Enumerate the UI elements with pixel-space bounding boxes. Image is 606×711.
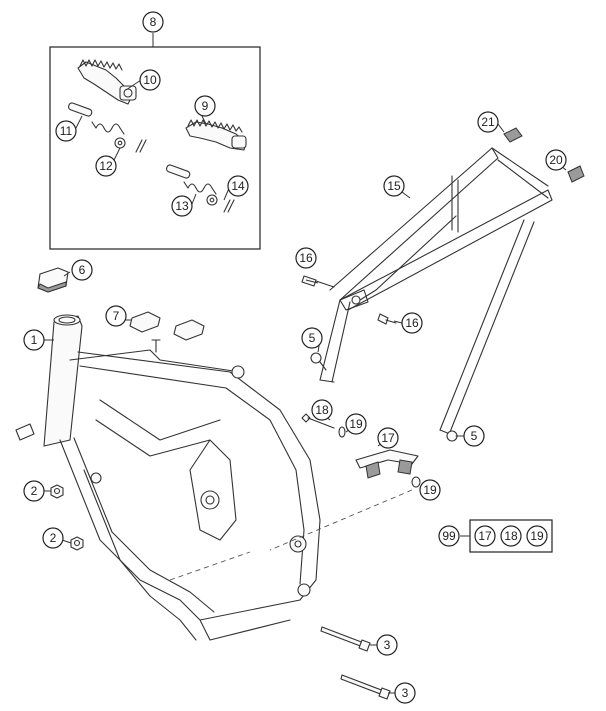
end-plug-21: [503, 127, 523, 143]
cotter-pin-a: [135, 139, 147, 153]
svg-text:10: 10: [143, 73, 157, 87]
clamp-nut-a: [338, 426, 346, 438]
callout-16-upper: 16: [295, 247, 317, 269]
svg-text:19: 19: [349, 417, 363, 431]
bolt-5-left: [310, 352, 327, 371]
callout-2-upper: 2: [23, 480, 45, 502]
cotter-pin-b: [223, 199, 235, 213]
main-frame: [15, 314, 321, 641]
svg-text:19: 19: [530, 529, 544, 543]
svg-text:5: 5: [309, 331, 316, 345]
svg-text:16: 16: [405, 316, 419, 330]
svg-text:9: 9: [202, 99, 209, 113]
svg-text:8: 8: [150, 15, 157, 29]
kit-box: [460, 519, 553, 553]
svg-text:21: 21: [481, 115, 495, 129]
kit-item-17: 17: [474, 525, 496, 547]
callout-5-right: 5: [463, 425, 485, 447]
svg-text:17: 17: [478, 529, 492, 543]
svg-text:19: 19: [423, 483, 437, 497]
callout-3-lower: 3: [394, 682, 416, 704]
footpeg-left: [77, 59, 137, 105]
clamp-bolt: [301, 413, 335, 429]
leader-lines: [42, 79, 567, 694]
svg-text:3: 3: [402, 686, 409, 700]
footpeg-spring-a: [91, 121, 126, 149]
end-plug-20: [567, 165, 585, 183]
svg-text:11: 11: [60, 124, 73, 138]
svg-text:3: 3: [384, 638, 391, 652]
clamp-bracket: [355, 449, 419, 479]
callout-20: 20: [545, 149, 567, 171]
callout-12: 12: [95, 155, 117, 177]
callout-1: 1: [23, 329, 45, 351]
nut-lower: [70, 536, 84, 551]
callout-10: 10: [139, 69, 161, 91]
svg-text:2: 2: [31, 484, 38, 498]
callout-2-lower: 2: [42, 527, 64, 549]
kit-item-19: 19: [526, 525, 548, 547]
rubber-pads: [129, 311, 205, 341]
callout-5-left: 5: [301, 327, 323, 349]
footpeg-right: [185, 119, 247, 151]
callout-18: 18: [311, 399, 333, 421]
svg-text:1: 1: [31, 333, 38, 347]
callout-13: 13: [171, 195, 193, 217]
svg-text:20: 20: [549, 153, 563, 167]
subframe-bolt-lower: [377, 313, 397, 325]
bolt-5-right: [446, 430, 463, 442]
frame-bolt-lower: [340, 674, 391, 700]
callout-14: 14: [227, 175, 249, 197]
callout-17: 17: [377, 427, 399, 449]
callout-99: 99: [438, 525, 460, 547]
callout-19-upper: 19: [345, 413, 367, 435]
frame-bolt-upper: [320, 626, 371, 652]
nut-upper: [50, 484, 64, 499]
svg-text:18: 18: [315, 403, 329, 417]
callout-16-lower: 16: [401, 312, 423, 334]
svg-text:5: 5: [471, 429, 478, 443]
footpeg-pin-a: [67, 102, 93, 117]
svg-text:13: 13: [175, 199, 189, 213]
subframe-bolt-upper: [301, 275, 335, 288]
svg-text:12: 12: [99, 159, 113, 173]
svg-text:18: 18: [504, 529, 518, 543]
clamp-nut-b: [411, 476, 421, 488]
mounting-lines: [169, 489, 413, 581]
callout-21: 21: [477, 111, 499, 133]
kit-item-18: 18: [500, 525, 522, 547]
callout-11: 11: [55, 120, 77, 142]
callout-6: 6: [71, 259, 93, 281]
svg-text:7: 7: [113, 309, 120, 323]
callout-8: 8: [142, 11, 164, 33]
svg-text:14: 14: [231, 179, 245, 193]
rubber-block: [37, 267, 69, 293]
footpeg-pin-b: [165, 164, 191, 179]
svg-text:15: 15: [387, 179, 401, 193]
footpeg-spring-b: [183, 181, 218, 206]
footrest-assembly-box: [49, 33, 261, 250]
svg-text:6: 6: [79, 263, 86, 277]
callout-9: 9: [194, 95, 216, 117]
callout-19-lower: 19: [419, 479, 441, 501]
svg-text:17: 17: [381, 431, 395, 445]
subframe: [319, 147, 553, 435]
callout-15: 15: [383, 175, 405, 197]
callout-7: 7: [105, 305, 127, 327]
svg-text:16: 16: [299, 251, 313, 265]
svg-text:2: 2: [50, 531, 57, 545]
svg-text:99: 99: [442, 529, 456, 543]
callout-3-upper: 3: [376, 634, 398, 656]
